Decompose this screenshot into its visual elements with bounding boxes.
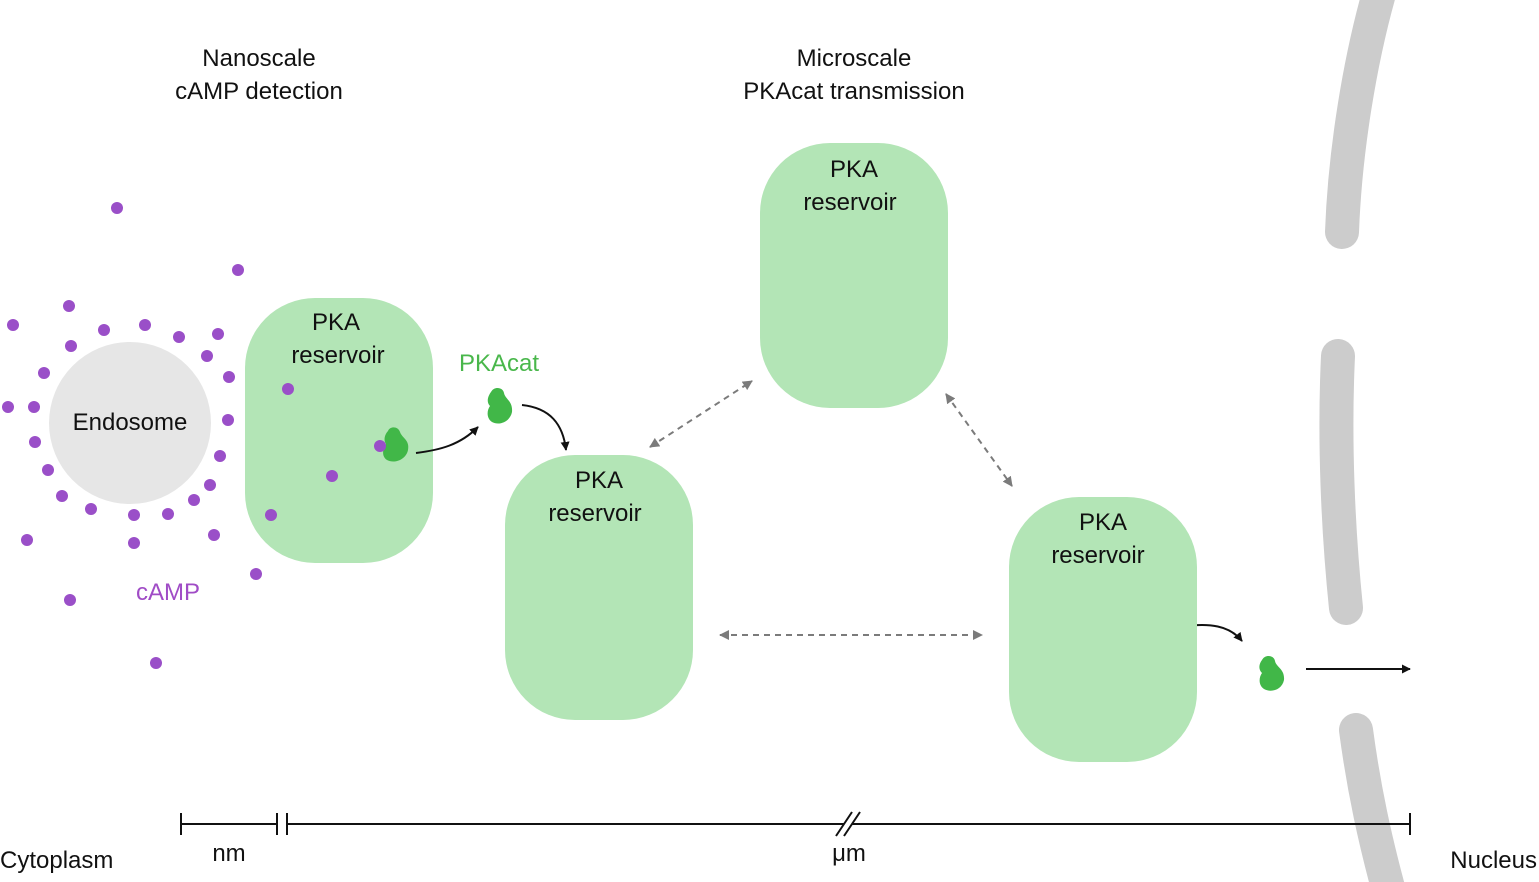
camp-dot xyxy=(21,534,33,546)
camp-dot xyxy=(2,401,14,413)
camp-dot xyxy=(128,509,140,521)
camp-dot xyxy=(150,657,162,669)
reservoir-body xyxy=(1009,497,1197,762)
camp-dot xyxy=(64,594,76,606)
reservoir-label-line1: PKA xyxy=(575,467,623,494)
nucleus-label: Nucleus xyxy=(1450,847,1537,874)
camp-dot xyxy=(139,319,151,331)
reservoir-label-line1: PKA xyxy=(1079,509,1127,536)
microscale-heading-line2: PKAcat transmission xyxy=(743,78,964,105)
pka-reservoir-4: PKA reservoir xyxy=(1009,497,1197,762)
camp-dot xyxy=(232,264,244,276)
camp-dot xyxy=(208,529,220,541)
camp-dot xyxy=(98,324,110,336)
scale-bar xyxy=(180,811,1411,837)
camp-dot xyxy=(204,479,216,491)
camp-dot xyxy=(29,436,41,448)
camp-dot xyxy=(214,450,226,462)
camp-label: cAMP xyxy=(136,579,200,606)
endosome: Endosome xyxy=(49,342,211,504)
nuclear-membrane-segment-top xyxy=(1325,0,1395,249)
pkacat-shape xyxy=(383,427,409,462)
camp-dot xyxy=(222,414,234,426)
scale-bar-um-label: μm xyxy=(832,840,866,867)
camp-dot xyxy=(56,490,68,502)
endosome-circle xyxy=(49,342,211,504)
nuclear-membrane xyxy=(1319,0,1405,882)
pkacat-nuclear-shape xyxy=(1259,655,1285,691)
camp-dot-bound xyxy=(374,440,386,452)
release-arrow xyxy=(415,426,479,454)
endosome-label: Endosome xyxy=(73,409,188,436)
reservoir-label-line1: PKA xyxy=(830,156,878,183)
reservoir-label-line2: reservoir xyxy=(803,189,896,216)
camp-dot xyxy=(63,300,75,312)
camp-dot xyxy=(265,509,277,521)
reservoir-body xyxy=(245,298,433,563)
scale-bar-break-mark-2 xyxy=(843,811,861,837)
nanoscale-heading-line2: cAMP detection xyxy=(175,78,343,105)
camp-dot xyxy=(162,508,174,520)
camp-dot xyxy=(85,503,97,515)
reservoir-label-line2: reservoir xyxy=(1051,542,1144,569)
camp-dot xyxy=(282,383,294,395)
camp-dot xyxy=(212,328,224,340)
camp-dot xyxy=(188,494,200,506)
reservoir-body xyxy=(505,455,693,720)
transfer-arrow xyxy=(521,404,570,451)
scale-bar-nm-label: nm xyxy=(212,840,245,867)
pkacat-label: PKAcat xyxy=(459,350,539,377)
camp-molecules xyxy=(2,202,262,669)
camp-dot xyxy=(38,367,50,379)
reservoir-label-line2: reservoir xyxy=(548,500,641,527)
reservoir-label-line1: PKA xyxy=(312,309,360,336)
camp-dot xyxy=(201,350,213,362)
scale-bar-break-mark-1 xyxy=(835,811,853,837)
pka-reservoir-1: PKA reservoir xyxy=(245,298,433,563)
pkacat-free-shape xyxy=(487,387,513,424)
camp-dot xyxy=(111,202,123,214)
pka-reservoir-3: PKA reservoir xyxy=(760,143,948,408)
exchange-arrow-left-top xyxy=(649,380,753,448)
camp-dot xyxy=(250,568,262,580)
camp-dot xyxy=(173,331,185,343)
camp-dot xyxy=(7,319,19,331)
camp-dot xyxy=(65,340,77,352)
nuclear-membrane-segment-middle xyxy=(1319,339,1363,625)
camp-dot xyxy=(326,470,338,482)
camp-dot xyxy=(128,537,140,549)
reservoir-label-line2: reservoir xyxy=(291,342,384,369)
nuclear-membrane-segment-bottom xyxy=(1339,713,1405,882)
camp-dot xyxy=(28,401,40,413)
reservoir-body xyxy=(760,143,948,408)
exchange-arrow-top-right xyxy=(945,393,1013,487)
camp-dot xyxy=(42,464,54,476)
nanoscale-heading-line1: Nanoscale xyxy=(202,45,315,72)
camp-dot xyxy=(223,371,235,383)
microscale-heading-line1: Microscale xyxy=(797,45,912,72)
cytoplasm-label: Cytoplasm xyxy=(0,847,113,874)
pka-reservoir-2: PKA reservoir xyxy=(505,455,693,720)
